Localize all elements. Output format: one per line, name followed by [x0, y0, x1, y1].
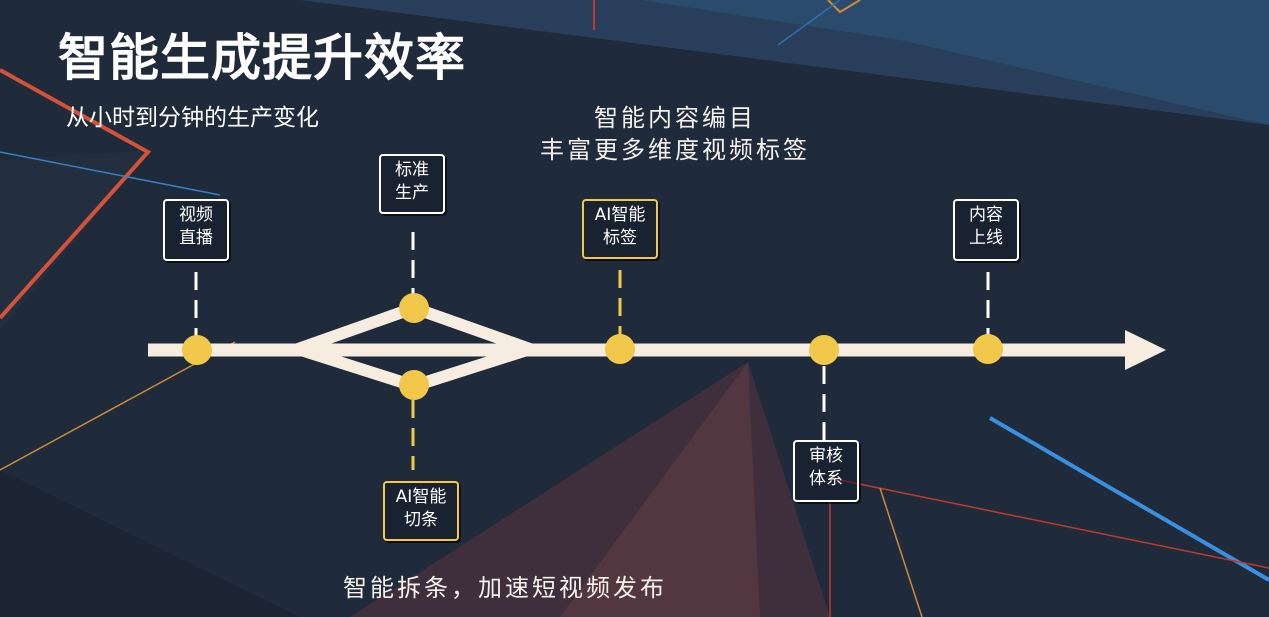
caption-bottom: 智能拆条，加速短视频发布	[343, 574, 667, 602]
bg-line-red-left	[0, 68, 152, 320]
bg-line-red-right	[829, 477, 1269, 569]
node-ai-split-line2: 切条	[404, 510, 438, 530]
node-publish: 内容 上线	[953, 199, 1019, 261]
node-ai-split-line1: AI智能	[395, 487, 447, 507]
node-ai-split: AI智能 切条	[383, 481, 459, 541]
bg-panel-top-right	[300, 0, 1269, 125]
caption-top-line2: 丰富更多维度视频标签	[540, 136, 810, 164]
track-arrowhead	[1125, 330, 1166, 370]
dot-publish	[973, 334, 1003, 364]
bg-line-blue-right	[988, 416, 1269, 582]
node-ai-tag-line1: AI智能	[594, 205, 646, 225]
bg-panel-upper-band	[640, 0, 1269, 125]
node-live-line1: 视频	[179, 205, 213, 225]
node-standard-line1: 标准	[395, 160, 429, 180]
bg-light-beam	[350, 362, 830, 617]
node-live: 视频 直播	[163, 199, 229, 261]
branch-diamond	[292, 302, 536, 392]
dot-ai-split	[399, 370, 429, 400]
bg-light-beam-inner	[560, 362, 760, 617]
node-ai-tag-line2: 标签	[603, 228, 637, 248]
caption-top: 智能内容编目 丰富更多维度视频标签	[540, 102, 810, 166]
node-review: 审核 体系	[793, 440, 859, 502]
dot-review	[809, 335, 839, 365]
node-standard: 标准 生产	[379, 154, 445, 214]
node-live-line2: 直播	[179, 228, 213, 248]
bg-shadow-lower-left	[0, 470, 300, 617]
slide-subtitle: 从小时到分钟的生产变化	[66, 105, 319, 131]
bg-line-blue-left	[0, 151, 221, 196]
caption-top-line1: 智能内容编目	[594, 104, 756, 132]
bg-line-blue-top	[777, 0, 841, 46]
bg-line-orange-right	[879, 487, 923, 617]
node-publish-line2: 上线	[969, 228, 1003, 248]
bg-panel-left	[0, 150, 150, 330]
node-review-line2: 体系	[809, 469, 843, 489]
node-publish-line1: 内容	[969, 205, 1003, 225]
slide-title: 智能生成提升效率	[58, 29, 466, 87]
node-ai-tag: AI智能 标签	[582, 199, 658, 259]
bg-line-orange-top	[827, 0, 861, 14]
dot-ai-tag	[605, 334, 635, 364]
node-review-line1: 审核	[809, 446, 843, 466]
dot-live	[182, 335, 212, 365]
node-standard-line2: 生产	[395, 183, 429, 203]
dot-standard	[399, 293, 429, 323]
